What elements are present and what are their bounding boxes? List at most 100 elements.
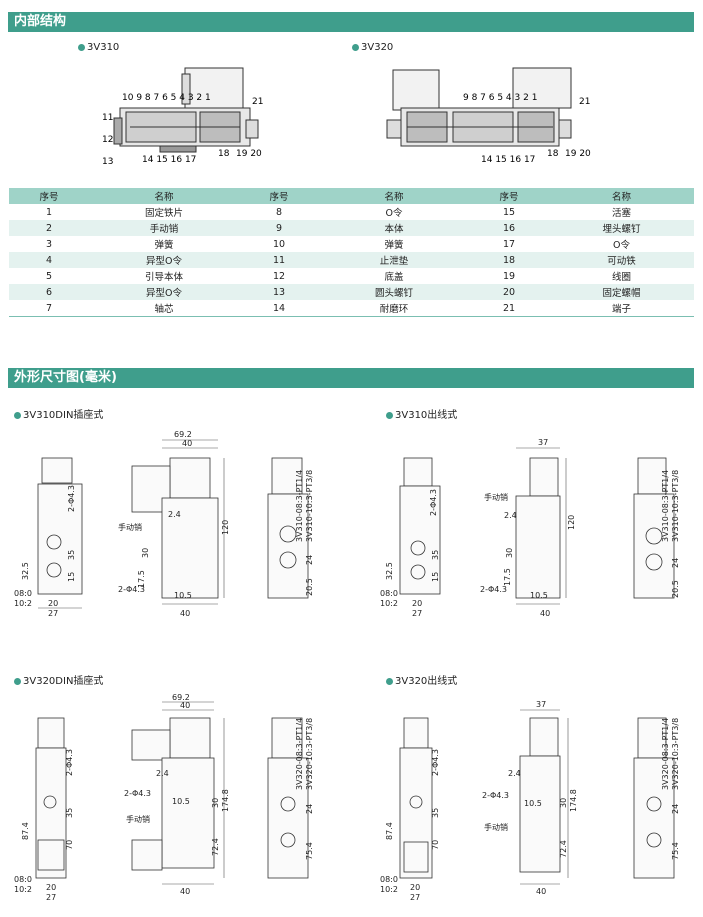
table-cell: 4 — [9, 252, 89, 268]
model-b-text: 3V320 — [361, 42, 394, 53]
table-cell: 12 — [272, 270, 286, 282]
dim-874: 87.4 — [21, 822, 30, 840]
section-title-dimensions: 外形尺寸图(毫米) — [8, 368, 694, 388]
dim-105b: 10.5 — [530, 591, 548, 600]
dim-175: 17.5 — [137, 570, 146, 588]
table-cell: 本体 — [319, 220, 469, 236]
table-cell: 埋头螺钉 — [549, 220, 694, 236]
callout-a-19-20: 19 20 — [236, 149, 262, 159]
table-cell: 2 — [9, 220, 89, 236]
dim-754b: 75.4 — [671, 842, 680, 860]
dim-24f: 24 — [305, 804, 314, 814]
table-cell: 10 — [272, 238, 286, 250]
dim-24: 2.4 — [168, 510, 181, 519]
hole-spec-3: 2-Φ4.3 — [124, 789, 151, 798]
dim-24d: 24 — [671, 558, 680, 568]
table-cell: 可动铁 — [549, 252, 694, 268]
dim-70: 70 — [65, 840, 74, 850]
pt-b: 3V310-10:3-PT3/8 — [305, 470, 314, 542]
model-a-text: 3V310 — [87, 42, 120, 53]
table-cell: 11 — [239, 252, 319, 268]
d3-title-text: 3V320DIN插座式 — [23, 676, 104, 687]
dim-27b: 27 — [412, 609, 422, 618]
table-cell: 耐磨环 — [319, 300, 469, 317]
dim-175b: 17.5 — [503, 568, 512, 586]
internal-drawing-3v310: 10 9 8 7 6 5 4 3 2 1 11 12 13 14 15 16 1… — [102, 67, 263, 167]
header-cell: 名称 — [319, 188, 469, 204]
drawing-title-4: 3V320出线式 — [386, 672, 457, 687]
dim-20d: 20 — [410, 883, 420, 892]
dim-30d: 30 — [559, 798, 568, 808]
callout-a-12: 12 — [102, 135, 113, 145]
table-cell: 固定铁片 — [144, 208, 183, 219]
table-cell: 16 — [469, 220, 549, 236]
table-cell: 9 — [239, 220, 319, 236]
table-cell: 15 — [502, 206, 516, 218]
dim-120: 120 — [221, 520, 230, 535]
bullet-dot-icon — [14, 677, 21, 685]
drawing-title-2: 3V310出线式 — [386, 406, 457, 421]
port-label-4: 10:2 — [380, 599, 398, 608]
internal-drawing-3v320: 9 8 7 6 5 4 3 2 1 14 15 16 17 18 19 20 2… — [386, 67, 591, 165]
table-cell: 异型O令 — [89, 284, 239, 300]
dim-30c: 30 — [211, 798, 220, 808]
drawing-title-3: 3V320DIN插座式 — [14, 672, 103, 687]
table-cell: 手动销 — [89, 220, 239, 236]
pt-d: 3V310-10:3-PT3/8 — [671, 470, 680, 542]
dim-105d: 10.5 — [524, 799, 542, 808]
dim-40f: 40 — [536, 887, 546, 896]
table-row: 1 固定铁片 8 O令 15 活塞 — [9, 204, 694, 220]
dim-174b: 174.8 — [569, 789, 578, 812]
callout-b-bottom: 14 15 16 17 — [481, 155, 535, 165]
dim-35c: 35 — [65, 808, 74, 818]
hole-spec-side-3: 2-Φ4.3 — [65, 749, 74, 776]
callout-a-bottom: 14 15 16 17 — [142, 155, 196, 165]
dim-105c: 10.5 — [172, 797, 190, 806]
dim-69b: 69.2 — [172, 693, 190, 702]
header-cell: 名称 — [549, 188, 694, 204]
header-cell: 序号 — [9, 188, 89, 204]
model-label-3v310: 3V310 — [78, 42, 119, 53]
callout-b-19-20: 19 20 — [565, 149, 591, 159]
manual-label: 手动销 — [118, 522, 142, 532]
dim-20c: 20 — [46, 883, 56, 892]
dim-37b: 37 — [536, 700, 546, 709]
table-cell: 1 — [45, 206, 53, 218]
dim-40: 40 — [182, 439, 192, 448]
dim-37: 37 — [538, 438, 548, 447]
table-cell: 端子 — [549, 300, 694, 317]
callout-b-top: 9 8 7 6 5 4 3 2 1 — [463, 93, 537, 103]
manual-label-2: 手动销 — [484, 492, 508, 502]
table-cell: 14 — [239, 300, 319, 317]
table-cell: 活塞 — [611, 208, 631, 219]
port-label-7: 08:0 — [380, 875, 398, 884]
dim-35b: 35 — [431, 550, 440, 560]
dimension-drawing-3v320-wire: 37 2.4 2-Φ4.3 10.5 手动销 30 174.8 72.4 40 … — [380, 700, 680, 902]
hole-spec-2: 2-Φ4.3 — [480, 585, 507, 594]
table-cell: 线圈 — [611, 272, 631, 283]
dim-20: 20 — [48, 599, 58, 608]
bullet-dot-icon — [14, 411, 21, 419]
pt-h: 3V320-10:3-PT3/8 — [671, 718, 680, 790]
manual-label-4: 手动销 — [484, 822, 508, 832]
table-cell: 引导本体 — [144, 272, 183, 283]
pt-e: 3V320-08:3-PT1/4 — [295, 718, 304, 790]
d4-title-text: 3V320出线式 — [395, 676, 458, 687]
dim-30: 30 — [141, 548, 150, 558]
dim-15: 15 — [67, 572, 76, 582]
drawing-title-1: 3V310DIN插座式 — [14, 406, 103, 421]
dim-70b: 70 — [431, 840, 440, 850]
table-cell: 圆头螺钉 — [319, 284, 469, 300]
port-label-8: 10:2 — [380, 885, 398, 894]
table-cell: O令 — [385, 208, 403, 219]
dim-24b: 2.4 — [504, 511, 517, 520]
dim-724b: 72.4 — [559, 840, 568, 858]
hole-spec-side: 2-Φ4.3 — [67, 485, 76, 512]
table-cell: 8 — [275, 206, 283, 218]
hole-spec-side-2: 2-Φ4.3 — [429, 489, 438, 516]
hole-spec-side-4: 2-Φ4.3 — [431, 749, 440, 776]
